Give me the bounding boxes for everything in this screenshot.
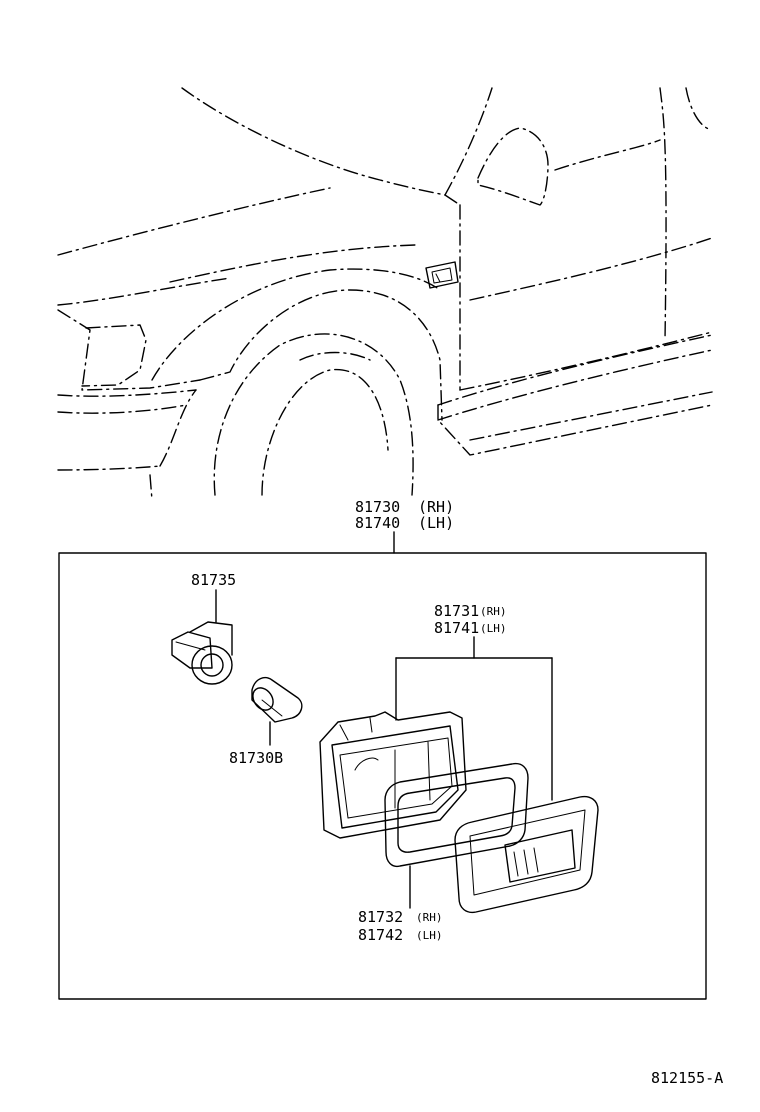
bulb-group: 81730B	[229, 677, 303, 767]
marker-location-icon	[425, 261, 459, 289]
socket-icon	[171, 621, 233, 685]
socket-group: 81735	[171, 571, 236, 685]
lens-icon	[454, 795, 599, 914]
lens-side-rh: (RH)	[480, 605, 507, 618]
detail-frame	[58, 552, 707, 1000]
gasket-side-rh: (RH)	[416, 911, 443, 924]
vehicle-outline	[57, 87, 713, 501]
assembly-side-lh: (LH)	[418, 514, 454, 532]
lens-side-lh: (LH)	[480, 622, 507, 635]
assembly-part-lh: 81740	[355, 514, 400, 532]
lens-label: 81731 (RH) 81741 (LH)	[395, 602, 553, 801]
lens-part-lh: 81741	[434, 619, 479, 637]
bulb-part: 81730B	[229, 749, 283, 767]
gasket-label: 81732 (RH) 81742 (LH)	[358, 908, 443, 944]
reference-code: 812155-A	[651, 1069, 723, 1087]
gasket-part-lh: 81742	[358, 926, 403, 944]
housing-icon	[319, 711, 467, 839]
socket-part: 81735	[191, 571, 236, 589]
assembly-part-rh: 81730	[355, 498, 400, 516]
bulb-icon	[251, 677, 303, 723]
assembly-side-rh: (RH)	[418, 498, 454, 516]
lens-part-rh: 81731	[434, 602, 479, 620]
gasket-part-rh: 81732	[358, 908, 403, 926]
gasket-side-lh: (LH)	[416, 929, 443, 942]
assembly-label: 81730 (RH) 81740 (LH)	[355, 498, 454, 554]
